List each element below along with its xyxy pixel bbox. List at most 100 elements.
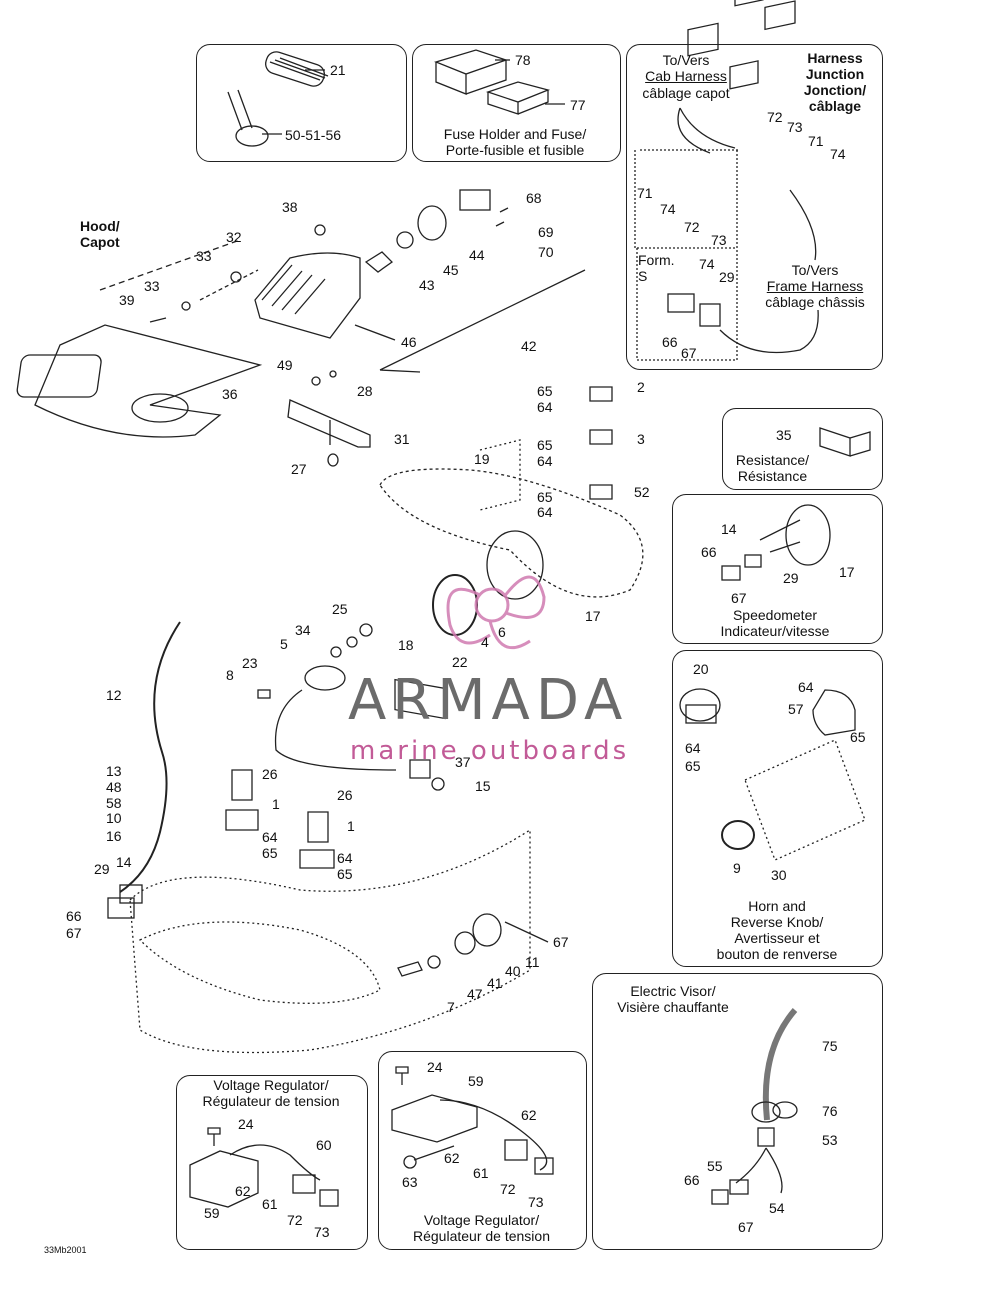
- callout-50-51-56: 50-51-56: [285, 127, 342, 143]
- callout-67: 67: [681, 345, 697, 361]
- electric-visor-box: [592, 973, 883, 1250]
- callout-7: 7: [447, 999, 455, 1015]
- callout-61: 61: [473, 1165, 489, 1181]
- callout-62: 62: [235, 1183, 251, 1199]
- callout-67: 67: [731, 590, 747, 606]
- callout-62: 62: [521, 1107, 537, 1123]
- callout-59: 59: [204, 1205, 220, 1221]
- callout-21: 21: [330, 62, 346, 78]
- voltage-left-label: Voltage Regulator/ Régulateur de tension: [202, 1077, 340, 1109]
- callout-61: 61: [262, 1196, 278, 1212]
- callout-66: 66: [701, 544, 717, 560]
- callout-78: 78: [515, 52, 531, 68]
- callout-40: 40: [505, 963, 521, 979]
- harness-junction-box: [626, 44, 883, 370]
- horn-reverse-knob-box: [672, 650, 883, 967]
- callout-65: 65: [537, 489, 553, 505]
- callout-58: 58: [106, 795, 122, 811]
- callout-35: 35: [776, 427, 792, 443]
- callout-19: 19: [474, 451, 490, 467]
- fuse-holder-box: [412, 44, 621, 162]
- callout-74: 74: [660, 201, 676, 217]
- callout-33: 33: [196, 248, 212, 264]
- callout-64: 64: [537, 504, 553, 520]
- callout-8: 8: [226, 667, 234, 683]
- to-frame-label: To/Vers: [791, 262, 839, 278]
- harness-junction-label: Harness Junction Jonction/ câblage: [803, 50, 867, 114]
- hood-label: Hood/ Capot: [80, 218, 120, 250]
- callout-28: 28: [357, 383, 373, 399]
- callout-74: 74: [699, 256, 715, 272]
- callout-52: 52: [634, 484, 650, 500]
- callout-77: 77: [570, 97, 586, 113]
- callout-32: 32: [226, 229, 242, 245]
- callout-72: 72: [287, 1212, 303, 1228]
- small-parts-box: [196, 44, 407, 162]
- callout-54: 54: [769, 1200, 785, 1216]
- callout-73: 73: [528, 1194, 544, 1210]
- callout-64: 64: [337, 850, 353, 866]
- callout-68: 68: [526, 190, 542, 206]
- callout-57: 57: [788, 701, 804, 717]
- frame-harness-label: Frame Harness: [766, 278, 864, 294]
- callout-37: 37: [455, 754, 471, 770]
- callout-73: 73: [711, 232, 727, 248]
- callout-26: 26: [262, 766, 278, 782]
- callout-17: 17: [585, 608, 601, 624]
- callout-64: 64: [262, 829, 278, 845]
- callout-24: 24: [427, 1059, 443, 1075]
- callout-29: 29: [783, 570, 799, 586]
- callout-43: 43: [419, 277, 435, 293]
- voltage-mid-label: Voltage Regulator/ Régulateur de tension: [413, 1212, 550, 1244]
- callout-66: 66: [662, 334, 678, 350]
- callout-42: 42: [521, 338, 537, 354]
- speedometer-label: Speedometer Indicateur/vitesse: [720, 607, 830, 639]
- form-s-label: Form. S: [638, 252, 675, 284]
- callout-72: 72: [500, 1181, 516, 1197]
- callout-62: 62: [444, 1150, 460, 1166]
- callout-36: 36: [222, 386, 238, 402]
- callout-74: 74: [830, 146, 846, 162]
- voltage-regulator-mid-box: [378, 1051, 587, 1250]
- callout-53: 53: [822, 1132, 838, 1148]
- callout-4: 4: [481, 634, 489, 650]
- callout-30: 30: [771, 867, 787, 883]
- callout-38: 38: [282, 199, 298, 215]
- callout-29: 29: [94, 861, 110, 877]
- resistance-box: [722, 408, 883, 490]
- callout-64: 64: [798, 679, 814, 695]
- callout-9: 9: [733, 860, 741, 876]
- callout-48: 48: [106, 779, 122, 795]
- callout-5: 5: [280, 636, 288, 652]
- callout-59: 59: [468, 1073, 484, 1089]
- callout-65: 65: [537, 383, 553, 399]
- callout-16: 16: [106, 828, 122, 844]
- callout-13: 13: [106, 763, 122, 779]
- callout-10: 10: [106, 810, 122, 826]
- callout-6: 6: [498, 624, 506, 640]
- callout-71: 71: [637, 185, 653, 201]
- callout-60: 60: [316, 1137, 332, 1153]
- callout-14: 14: [721, 521, 737, 537]
- callout-11: 11: [525, 954, 540, 970]
- callout-1: 1: [347, 818, 355, 834]
- callout-20: 20: [693, 661, 709, 677]
- callout-26: 26: [337, 787, 353, 803]
- callout-27: 27: [291, 461, 307, 477]
- callout-24: 24: [238, 1116, 254, 1132]
- callout-66: 66: [684, 1172, 700, 1188]
- callout-67: 67: [553, 934, 569, 950]
- cab-harness-fr-label: câblage capot: [642, 85, 730, 101]
- callout-65: 65: [337, 866, 353, 882]
- voltage-regulator-left-box: [176, 1075, 368, 1250]
- watermark-brand: ARMADA: [348, 668, 629, 733]
- callout-17: 17: [839, 564, 855, 580]
- callout-33: 33: [144, 278, 160, 294]
- callout-64: 64: [685, 740, 701, 756]
- callout-73: 73: [787, 119, 803, 135]
- fuse-box-label: Fuse Holder and Fuse/ Porte-fusible et f…: [443, 126, 587, 158]
- callout-3: 3: [637, 431, 645, 447]
- callout-66: 66: [66, 908, 82, 924]
- visor-label: Electric Visor/ Visière chauffante: [617, 983, 729, 1015]
